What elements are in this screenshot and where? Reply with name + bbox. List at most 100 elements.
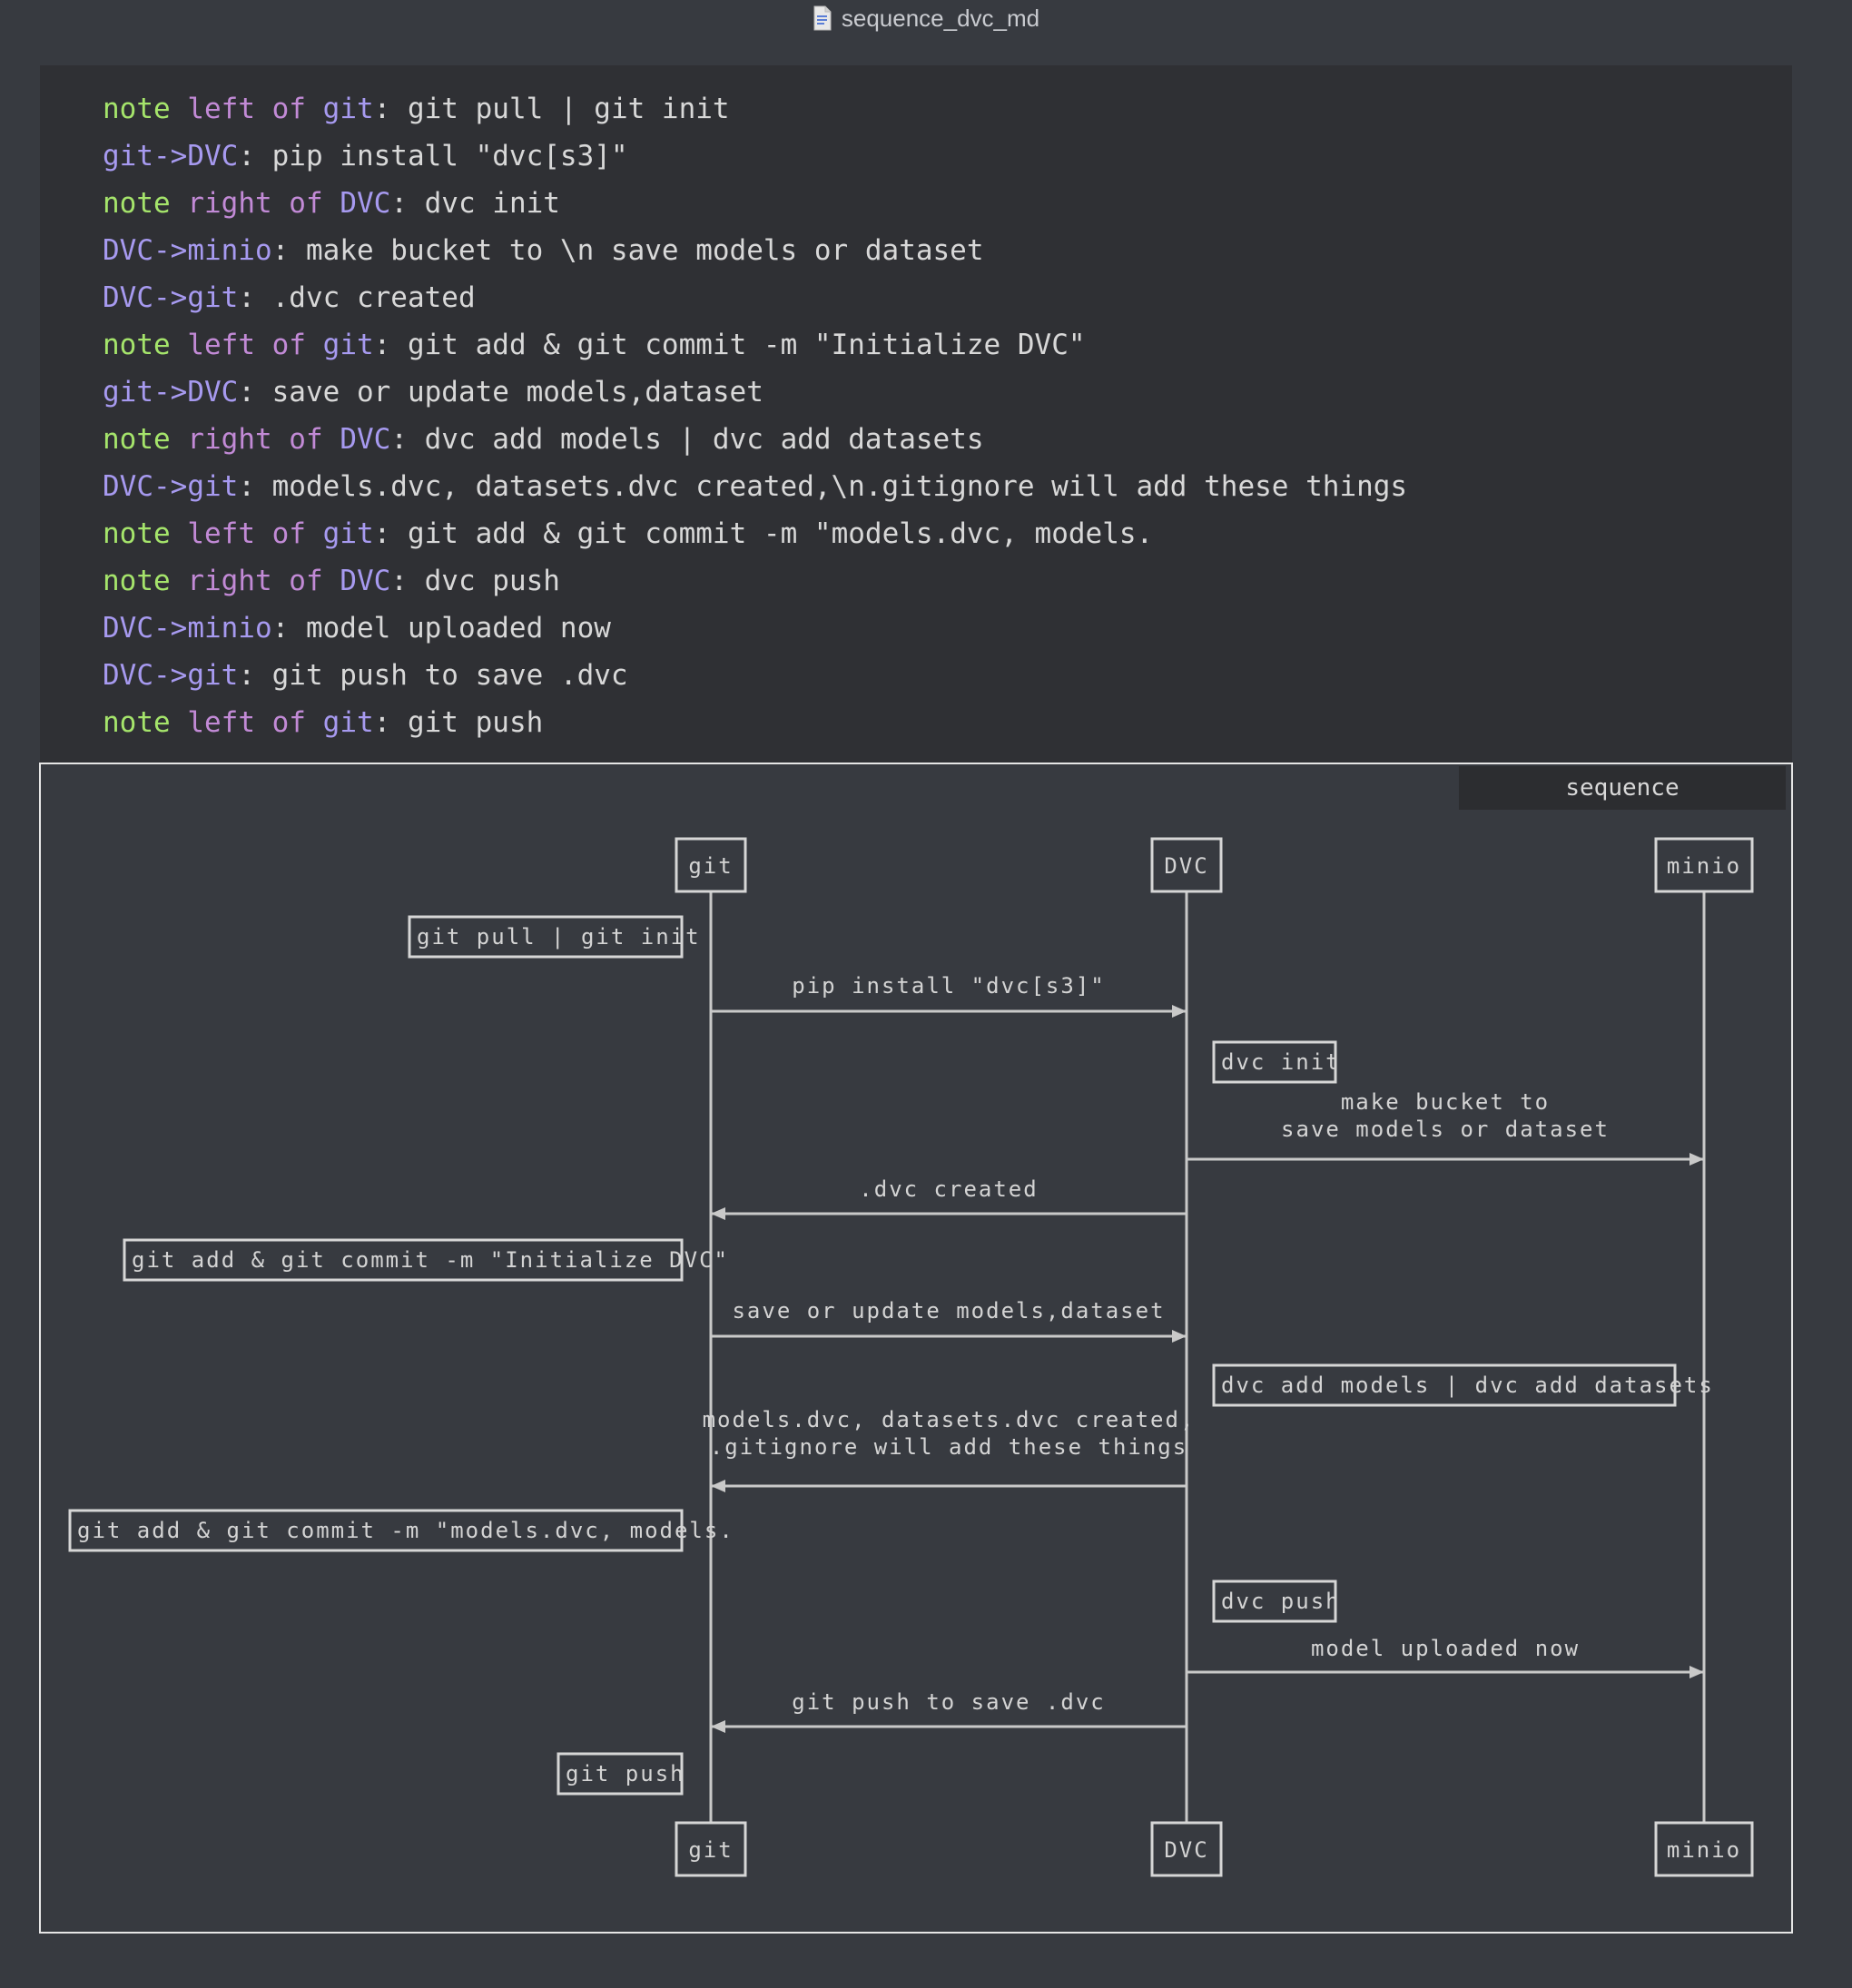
code-token: note (103, 329, 171, 361)
code-line: git->DVC: pip install "dvc[s3]" (103, 133, 1792, 180)
code-token: DVC (340, 565, 391, 597)
message-label: make bucket to (1341, 1089, 1550, 1115)
actor-minio-top-box (1654, 837, 1754, 893)
code-token: left of (187, 517, 306, 550)
code-token: DVC->minio (103, 612, 272, 645)
code-token (323, 187, 340, 220)
actor-dvc-top-label: DVC (1164, 853, 1208, 879)
message-label: pip install "dvc[s3]" (792, 973, 1105, 999)
code-token: : make bucket to \n save models or datas… (271, 234, 984, 267)
code-token: git->DVC (103, 376, 239, 408)
code-token: DVC->git (103, 659, 239, 692)
window-title: sequence_dvc_md (841, 4, 1040, 32)
code-line: DVC->git: git push to save .dvc (103, 652, 1792, 699)
code-token (171, 706, 188, 739)
code-token: left of (187, 93, 306, 125)
note-box (1212, 1363, 1677, 1407)
actor-git-top-box (675, 837, 747, 893)
code-line: note left of git: git pull | git init (103, 85, 1792, 133)
note-label: dvc add models | dvc add datasets (1221, 1373, 1714, 1398)
code-line: git->DVC: save or update models,dataset (103, 369, 1792, 416)
code-token: note (103, 423, 171, 456)
note-box (68, 1509, 684, 1552)
code-token: : dvc push (390, 565, 560, 597)
code-token (171, 187, 188, 220)
code-line: note left of git: git add & git commit -… (103, 321, 1792, 369)
code-line: DVC->minio: make bucket to \n save model… (103, 227, 1792, 274)
code-token (323, 423, 340, 456)
note-label: dvc init (1221, 1049, 1341, 1075)
code-token (171, 93, 188, 125)
note-box (557, 1752, 684, 1796)
code-token: DVC (340, 423, 391, 456)
code-line: DVC->git: .dvc created (103, 274, 1792, 321)
note-label: git pull | git init (417, 924, 701, 950)
code-token: right of (187, 187, 323, 220)
arrowhead-icon (1172, 1330, 1187, 1343)
arrowhead-icon (711, 1480, 725, 1492)
code-token: : git add & git commit -m "models.dvc, m… (373, 517, 1154, 550)
code-token (171, 517, 188, 550)
note-box (1212, 1040, 1337, 1084)
message-label: .dvc created (859, 1176, 1038, 1202)
code-line: note right of DVC: dvc add models | dvc … (103, 416, 1792, 463)
actor-git-bottom-label: git (688, 1837, 733, 1863)
arrowhead-icon (1689, 1666, 1704, 1678)
code-token (171, 329, 188, 361)
code-token: note (103, 565, 171, 597)
diagram-type-tab[interactable]: sequence (1459, 766, 1786, 810)
code-token: DVC->git (103, 281, 239, 314)
code-token (171, 565, 188, 597)
code-token: right of (187, 423, 323, 456)
message-label: .gitignore will add these things (710, 1434, 1187, 1460)
actor-git-top-label: git (688, 853, 733, 879)
arrowhead-icon (1689, 1153, 1704, 1166)
code-token: DVC->git (103, 470, 239, 503)
arrowhead-icon (711, 1207, 725, 1220)
note-label: dvc push (1221, 1589, 1341, 1614)
code-token: git (322, 93, 374, 125)
code-line: DVC->git: models.dvc, datasets.dvc creat… (103, 463, 1792, 510)
code-token: note (103, 93, 171, 125)
message-label: models.dvc, datasets.dvc created, (703, 1407, 1196, 1432)
actor-dvc-bottom-box (1150, 1821, 1223, 1877)
code-token: : dvc init (390, 187, 560, 220)
code-token: DVC->minio (103, 234, 272, 267)
code-token: right of (187, 565, 323, 597)
note-label: git add & git commit -m "models.dvc, mod… (77, 1518, 734, 1543)
code-token: : .dvc created (238, 281, 476, 314)
code-token: git->DVC (103, 140, 239, 172)
actor-minio-bottom-label: minio (1667, 1837, 1741, 1863)
code-token: : git push to save .dvc (238, 659, 628, 692)
code-token (306, 517, 323, 550)
code-token: note (103, 517, 171, 550)
code-token (306, 329, 323, 361)
code-token: : git push (373, 706, 544, 739)
code-token (306, 93, 323, 125)
code-token: git (322, 517, 374, 550)
note-label: git add & git commit -m "Initialize DVC" (132, 1247, 729, 1273)
actor-minio-top-label: minio (1667, 853, 1741, 879)
code-token (323, 565, 340, 597)
code-token: note (103, 187, 171, 220)
note-box (1212, 1580, 1337, 1623)
code-token: : pip install "dvc[s3]" (238, 140, 628, 172)
code-token: : models.dvc, datasets.dvc created,\n.gi… (238, 470, 1408, 503)
code-line: note left of git: git add & git commit -… (103, 510, 1792, 557)
actor-dvc-top-box (1150, 837, 1223, 893)
code-token: : model uploaded now (271, 612, 611, 645)
code-line: DVC->minio: model uploaded now (103, 605, 1792, 652)
code-token: left of (187, 329, 306, 361)
code-line: note right of DVC: dvc init (103, 180, 1792, 227)
actor-dvc-bottom-label: DVC (1164, 1837, 1208, 1863)
note-label: git push (566, 1761, 685, 1786)
code-token: : save or update models,dataset (238, 376, 763, 408)
message-label: git push to save .dvc (792, 1689, 1105, 1715)
code-token: git (322, 706, 374, 739)
code-token: : dvc add models | dvc add datasets (390, 423, 984, 456)
code-token: left of (187, 706, 306, 739)
note-box (408, 915, 684, 959)
message-label: save or update models,dataset (732, 1298, 1165, 1324)
